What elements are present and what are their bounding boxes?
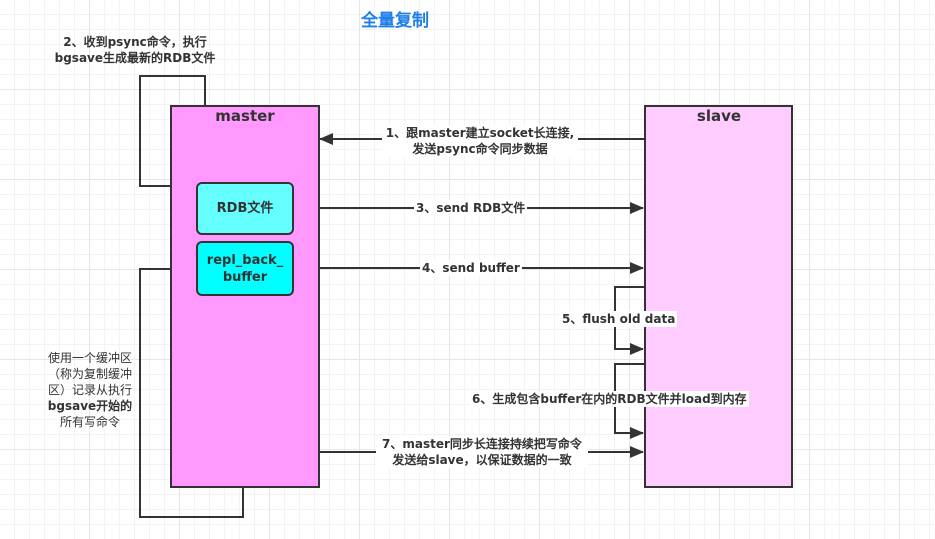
master-node: [170, 105, 320, 488]
step5-label: 5、flush old data: [560, 311, 678, 327]
step2-label-line1: 2、收到psync命令，执行: [63, 35, 207, 49]
buffer-note-line4: bgsave开始的: [47, 399, 133, 413]
repl-back-buffer-label-line1: repl_back_: [206, 252, 284, 268]
buffer-note-line5: 所有写命令: [59, 415, 120, 429]
step7-label-line2: 发送给slave，以保证数据的一致: [392, 453, 572, 467]
diagram-title: 全量复制: [361, 11, 429, 31]
buffer-note: 使用一个缓冲区 （称为复制缓冲 区）记录从执行 bgsave开始的 所有写命令: [40, 350, 140, 430]
master-label: master: [215, 107, 275, 125]
buffer-loop-connector: [139, 263, 244, 518]
repl-back-buffer-label-line2: buffer: [222, 269, 268, 285]
step7-label-line1: 7、master同步长连接持续把写命令: [382, 437, 582, 451]
slave-label: slave: [696, 107, 742, 125]
step6-label: 6、生成包含buffer在内的RDB文件并load到内存: [470, 391, 749, 407]
buffer-note-line3: 区）记录从执行: [47, 383, 132, 397]
step1-label: 1、跟master建立socket长连接, 发送psync命令同步数据: [382, 125, 578, 157]
step1-label-line1: 1、跟master建立socket长连接,: [385, 126, 575, 140]
buffer-note-line2: （称为复制缓冲: [47, 367, 132, 381]
step4-label: 4、send buffer: [420, 260, 522, 276]
rdb-file-label: RDB文件: [216, 201, 274, 216]
step7-label: 7、master同步长连接持续把写命令 发送给slave，以保证数据的一致: [376, 436, 588, 468]
buffer-note-line1: 使用一个缓冲区: [47, 351, 132, 365]
repl-back-buffer-box: repl_back_ buffer: [196, 241, 294, 296]
slave-node: [644, 105, 793, 488]
step1-label-line2: 发送psync命令同步数据: [412, 142, 548, 156]
step2-label: 2、收到psync命令，执行 bgsave生成最新的RDB文件: [45, 34, 225, 66]
rdb-file-box: RDB文件: [196, 182, 294, 235]
step3-label: 3、send RDB文件: [414, 200, 528, 216]
step2-label-line2: bgsave生成最新的RDB文件: [54, 51, 216, 65]
